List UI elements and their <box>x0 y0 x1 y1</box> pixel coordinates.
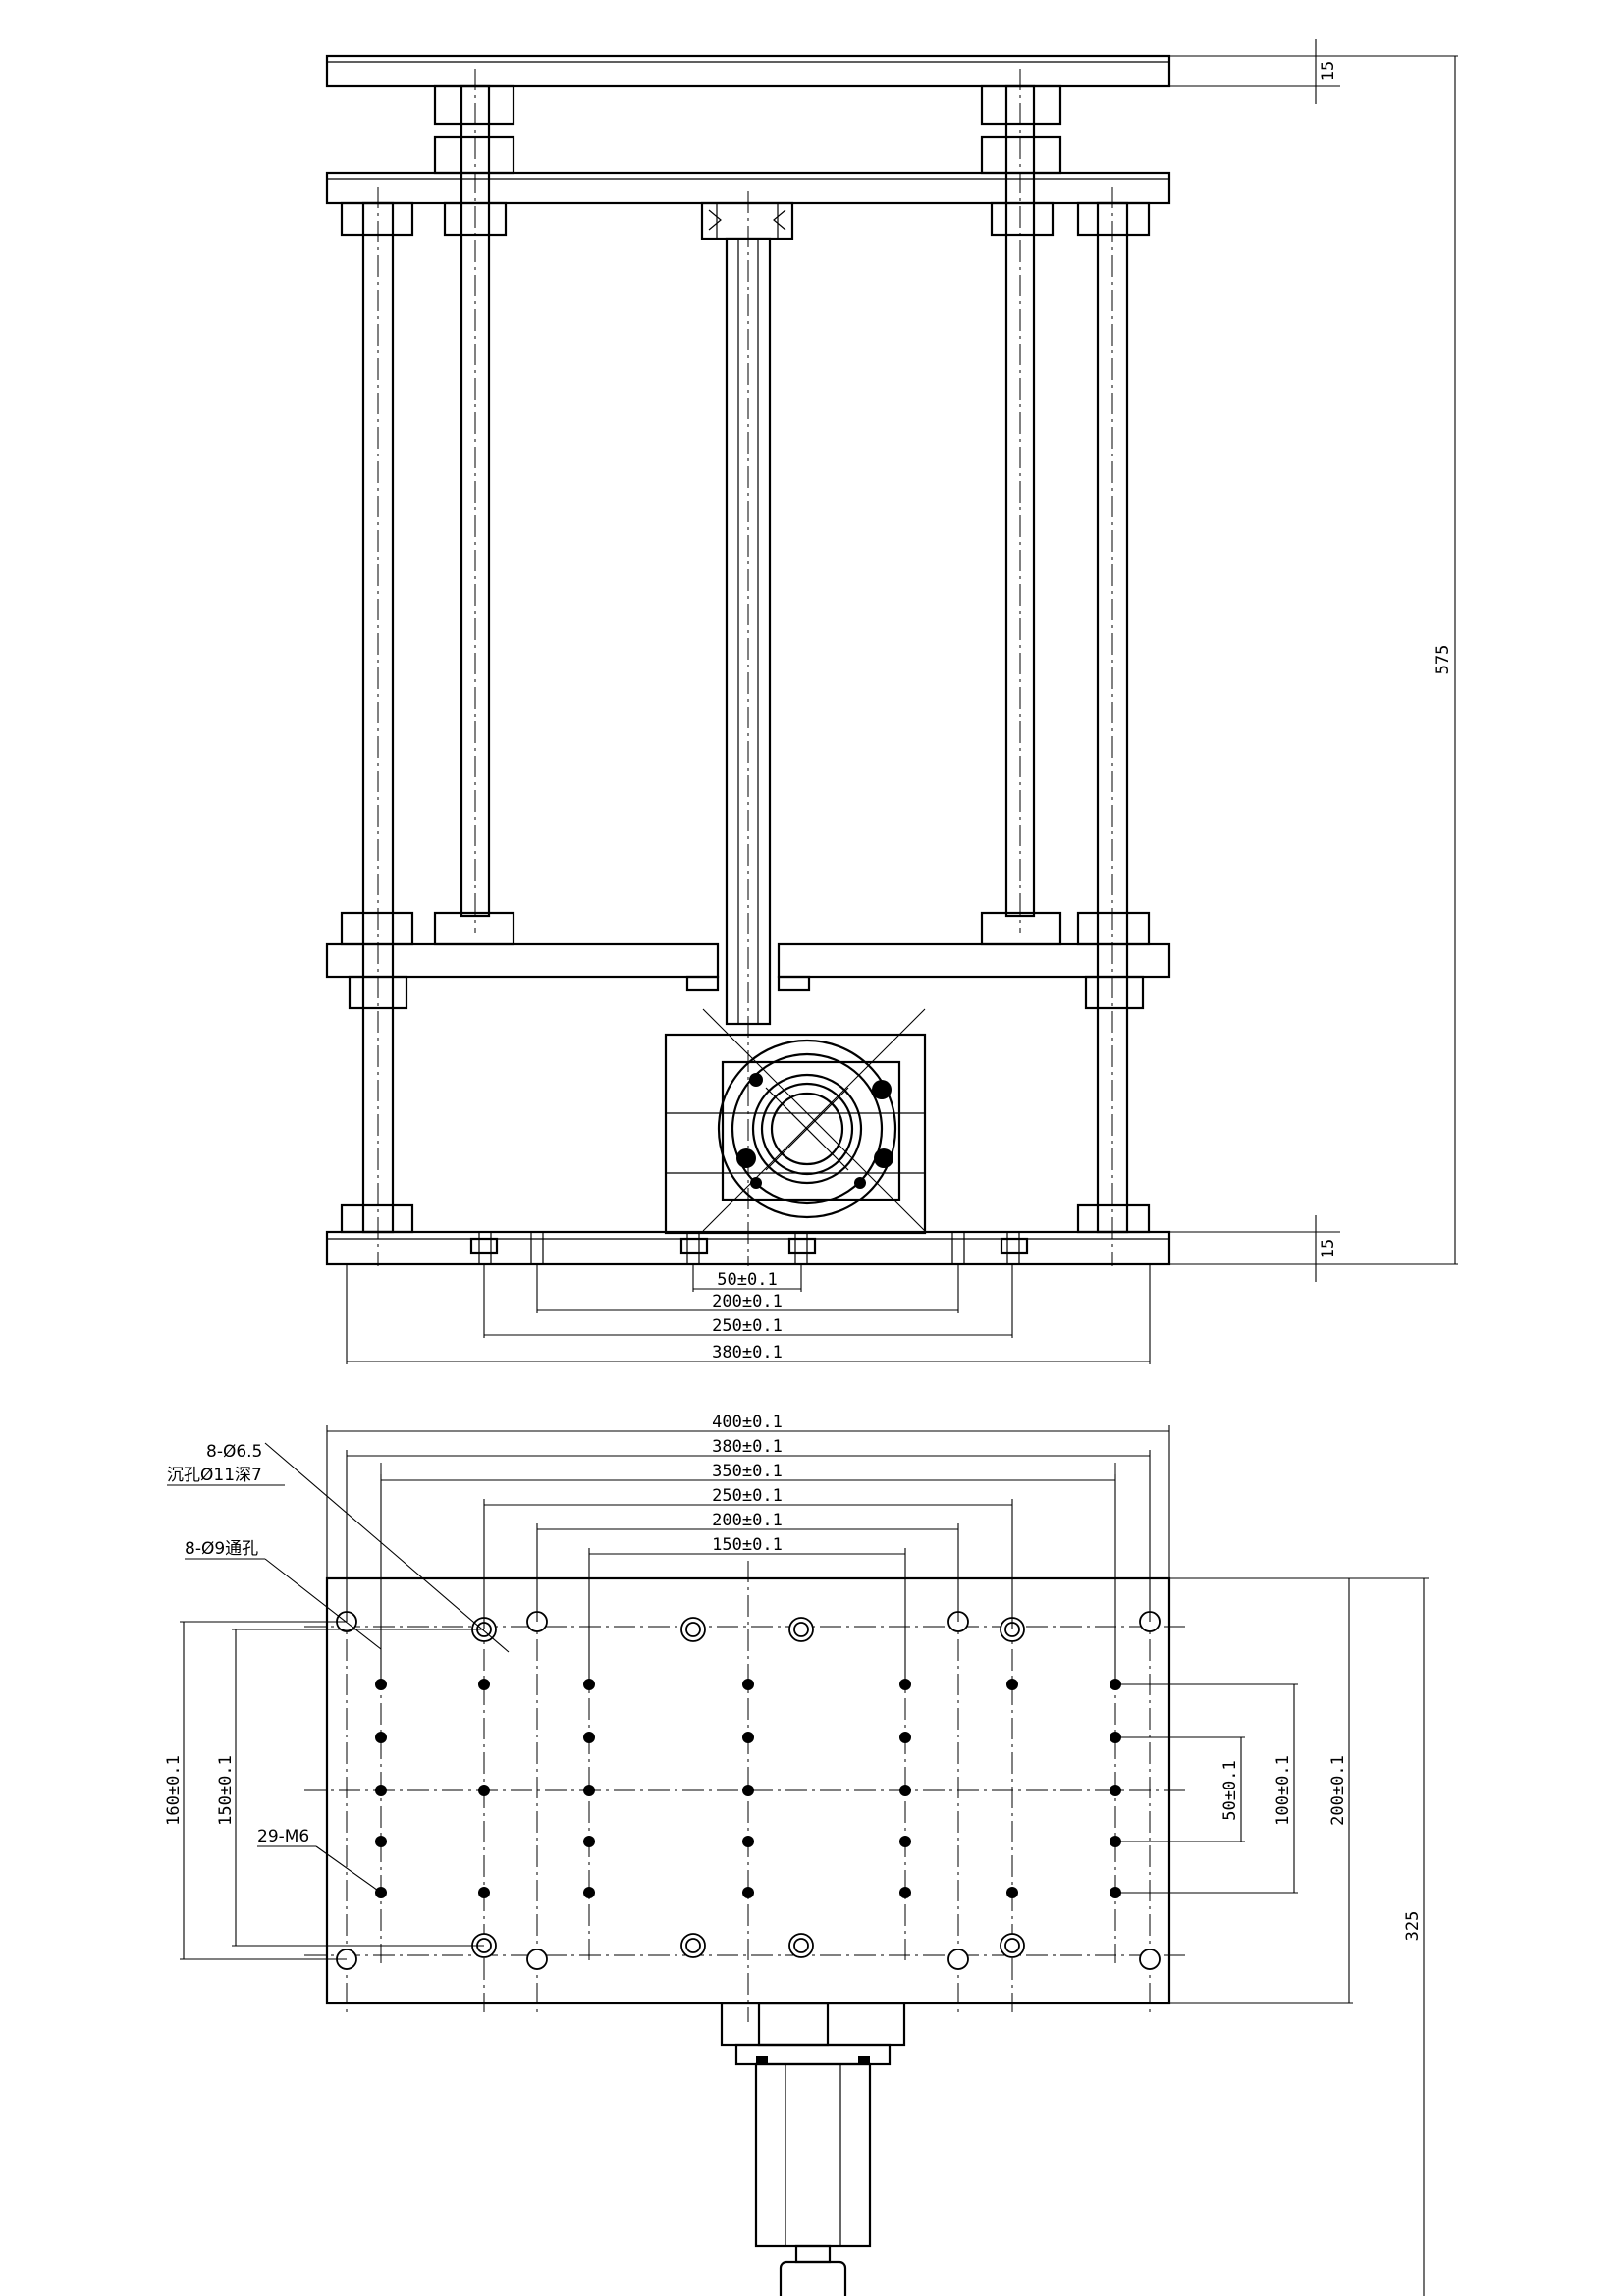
dim-hole-span-50: 50±0.1 <box>717 1270 777 1290</box>
callout-tapped-holes: 29-M6 <box>257 1827 309 1846</box>
gearbox-plan <box>720 2002 906 2047</box>
top-plate <box>325 54 1171 88</box>
dim-top-plate-thickness: 15 <box>1319 61 1338 80</box>
dim-overall-length: 325 <box>1403 1911 1423 1942</box>
dim-height-100: 100±0.1 <box>1273 1755 1293 1826</box>
dim-height-50: 50±0.1 <box>1220 1760 1240 1820</box>
plan-view: 400±0.1 380±0.1 350±0.1 250±0.1 200±0.1 … <box>164 1413 1429 2296</box>
dim-hole-span-380: 380±0.1 <box>712 1343 783 1362</box>
upper-bearing-block-right <box>980 84 1062 126</box>
dim-width-150: 150±0.1 <box>712 1535 783 1555</box>
dim-hole-span-200: 200±0.1 <box>712 1292 783 1311</box>
base-plate <box>325 1230 1171 1266</box>
front-view: 15 575 15 50±0.1 200±0.1 250±0.1 380±0.1 <box>325 39 1458 1364</box>
dim-width-350: 350±0.1 <box>712 1462 783 1481</box>
motor-body <box>754 2062 872 2248</box>
dim-height-150: 150±0.1 <box>216 1755 236 1826</box>
lower-middle-plate-left <box>325 942 720 979</box>
callout-counterbore-spec: 沉孔Ø11深7 <box>167 1466 262 1485</box>
motor-knob <box>779 2260 847 2296</box>
upper-bearing-block-left <box>433 84 515 126</box>
gearbox-flange <box>717 1039 897 1219</box>
dim-width-200: 200±0.1 <box>712 1511 783 1530</box>
lead-screw <box>725 237 772 1026</box>
dim-width-380: 380±0.1 <box>712 1437 783 1457</box>
lower-middle-plate-right <box>777 942 1171 979</box>
callout-counterbore-count: 8-Ø6.5 <box>206 1442 262 1462</box>
dim-width-250: 250±0.1 <box>712 1486 783 1506</box>
lead-screw-nut <box>700 201 794 240</box>
dim-base-plate-thickness: 15 <box>1319 1239 1338 1258</box>
dim-height-200: 200±0.1 <box>1328 1755 1348 1826</box>
dim-height-160: 160±0.1 <box>164 1755 184 1826</box>
dim-hole-span-250: 250±0.1 <box>712 1316 783 1336</box>
dim-overall-height: 575 <box>1434 645 1453 675</box>
callout-through-hole: 8-Ø9通孔 <box>185 1539 258 1559</box>
dim-width-400: 400±0.1 <box>712 1413 783 1432</box>
